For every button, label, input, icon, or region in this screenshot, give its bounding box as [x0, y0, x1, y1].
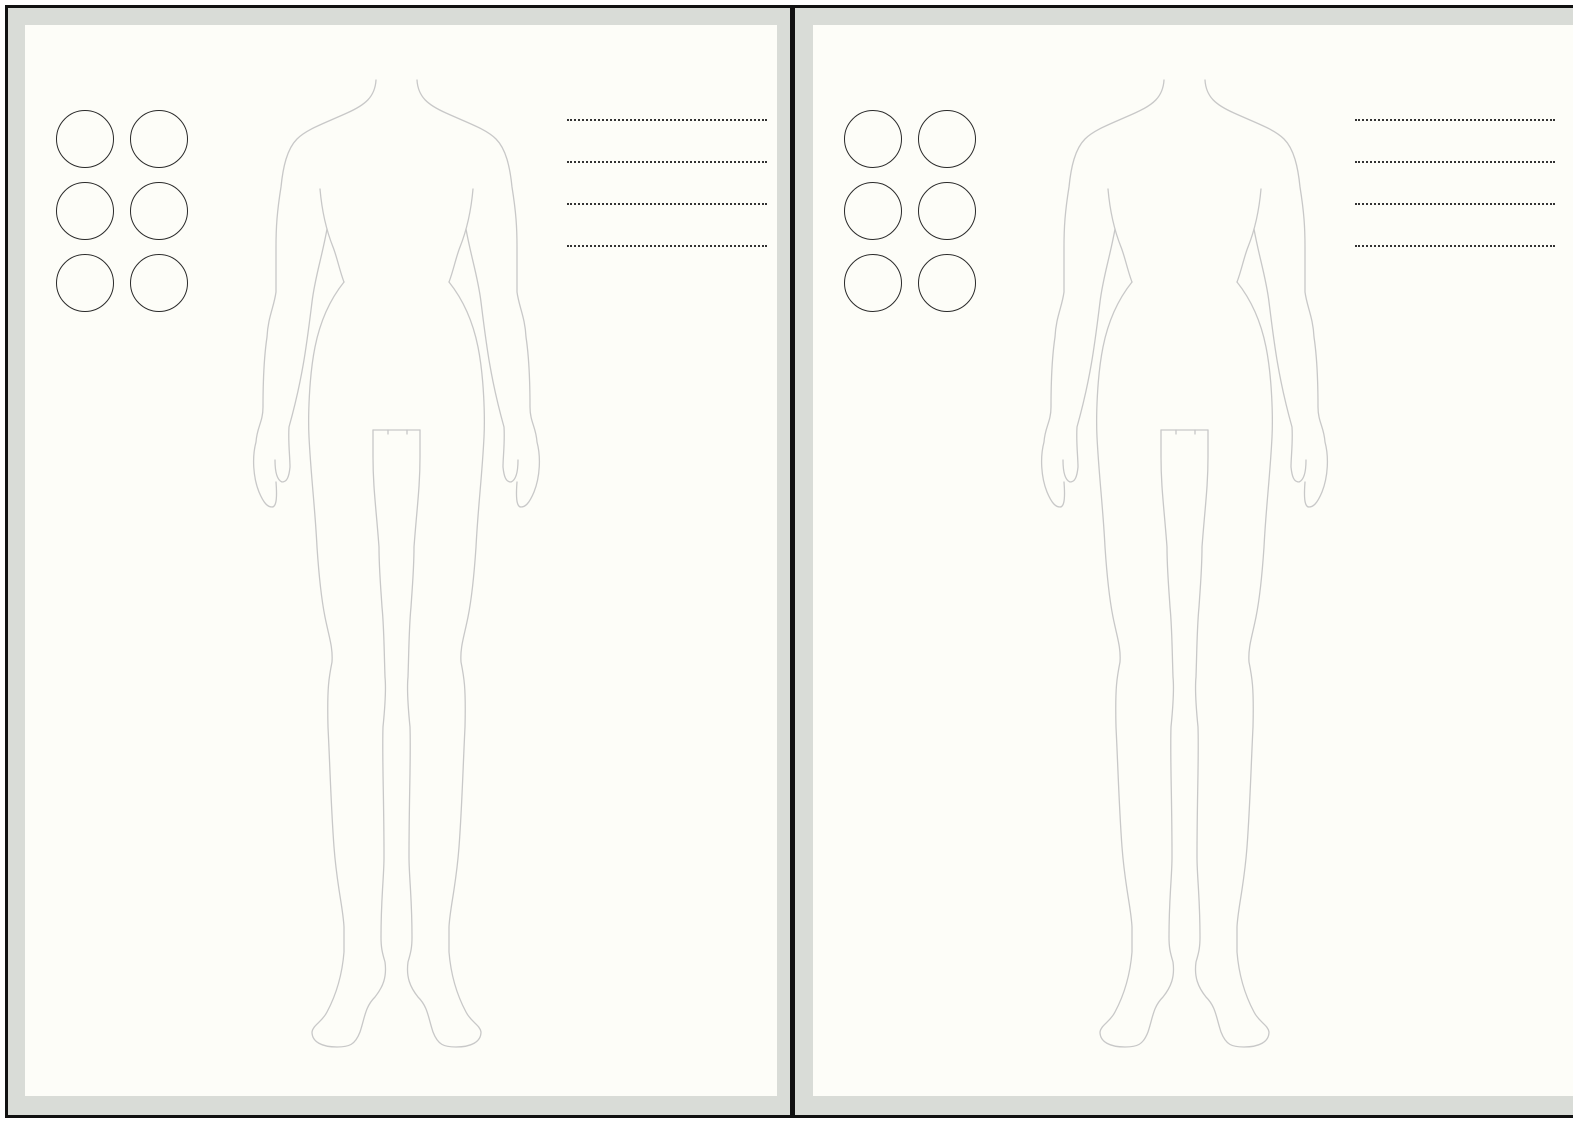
color-swatch[interactable]: [844, 182, 902, 240]
croquis-figure-icon: [237, 77, 547, 1057]
color-swatch[interactable]: [918, 110, 976, 168]
notes-area: [1355, 119, 1555, 247]
page-right: [792, 5, 1573, 1118]
page-left: [5, 5, 793, 1118]
note-line[interactable]: [1355, 163, 1555, 205]
color-swatch[interactable]: [56, 110, 114, 168]
sheet-left: [25, 25, 777, 1096]
color-swatch[interactable]: [918, 254, 976, 312]
color-swatch[interactable]: [844, 110, 902, 168]
color-swatch[interactable]: [918, 182, 976, 240]
notes-area: [567, 119, 767, 247]
color-swatch[interactable]: [56, 182, 114, 240]
croquis-figure-icon: [1025, 77, 1335, 1057]
color-swatch[interactable]: [56, 254, 114, 312]
note-line[interactable]: [567, 163, 767, 205]
croquis-figure-svg: [237, 77, 547, 1057]
color-swatch[interactable]: [844, 254, 902, 312]
color-swatch-grid: [844, 110, 979, 312]
sheet-right: [813, 25, 1573, 1096]
color-swatch-grid: [56, 110, 191, 312]
croquis-figure-svg: [1025, 77, 1335, 1057]
note-line[interactable]: [567, 121, 767, 163]
color-swatch[interactable]: [130, 182, 188, 240]
color-swatch[interactable]: [130, 254, 188, 312]
note-line[interactable]: [1355, 121, 1555, 163]
note-line[interactable]: [1355, 205, 1555, 247]
color-swatch[interactable]: [130, 110, 188, 168]
note-line[interactable]: [567, 205, 767, 247]
